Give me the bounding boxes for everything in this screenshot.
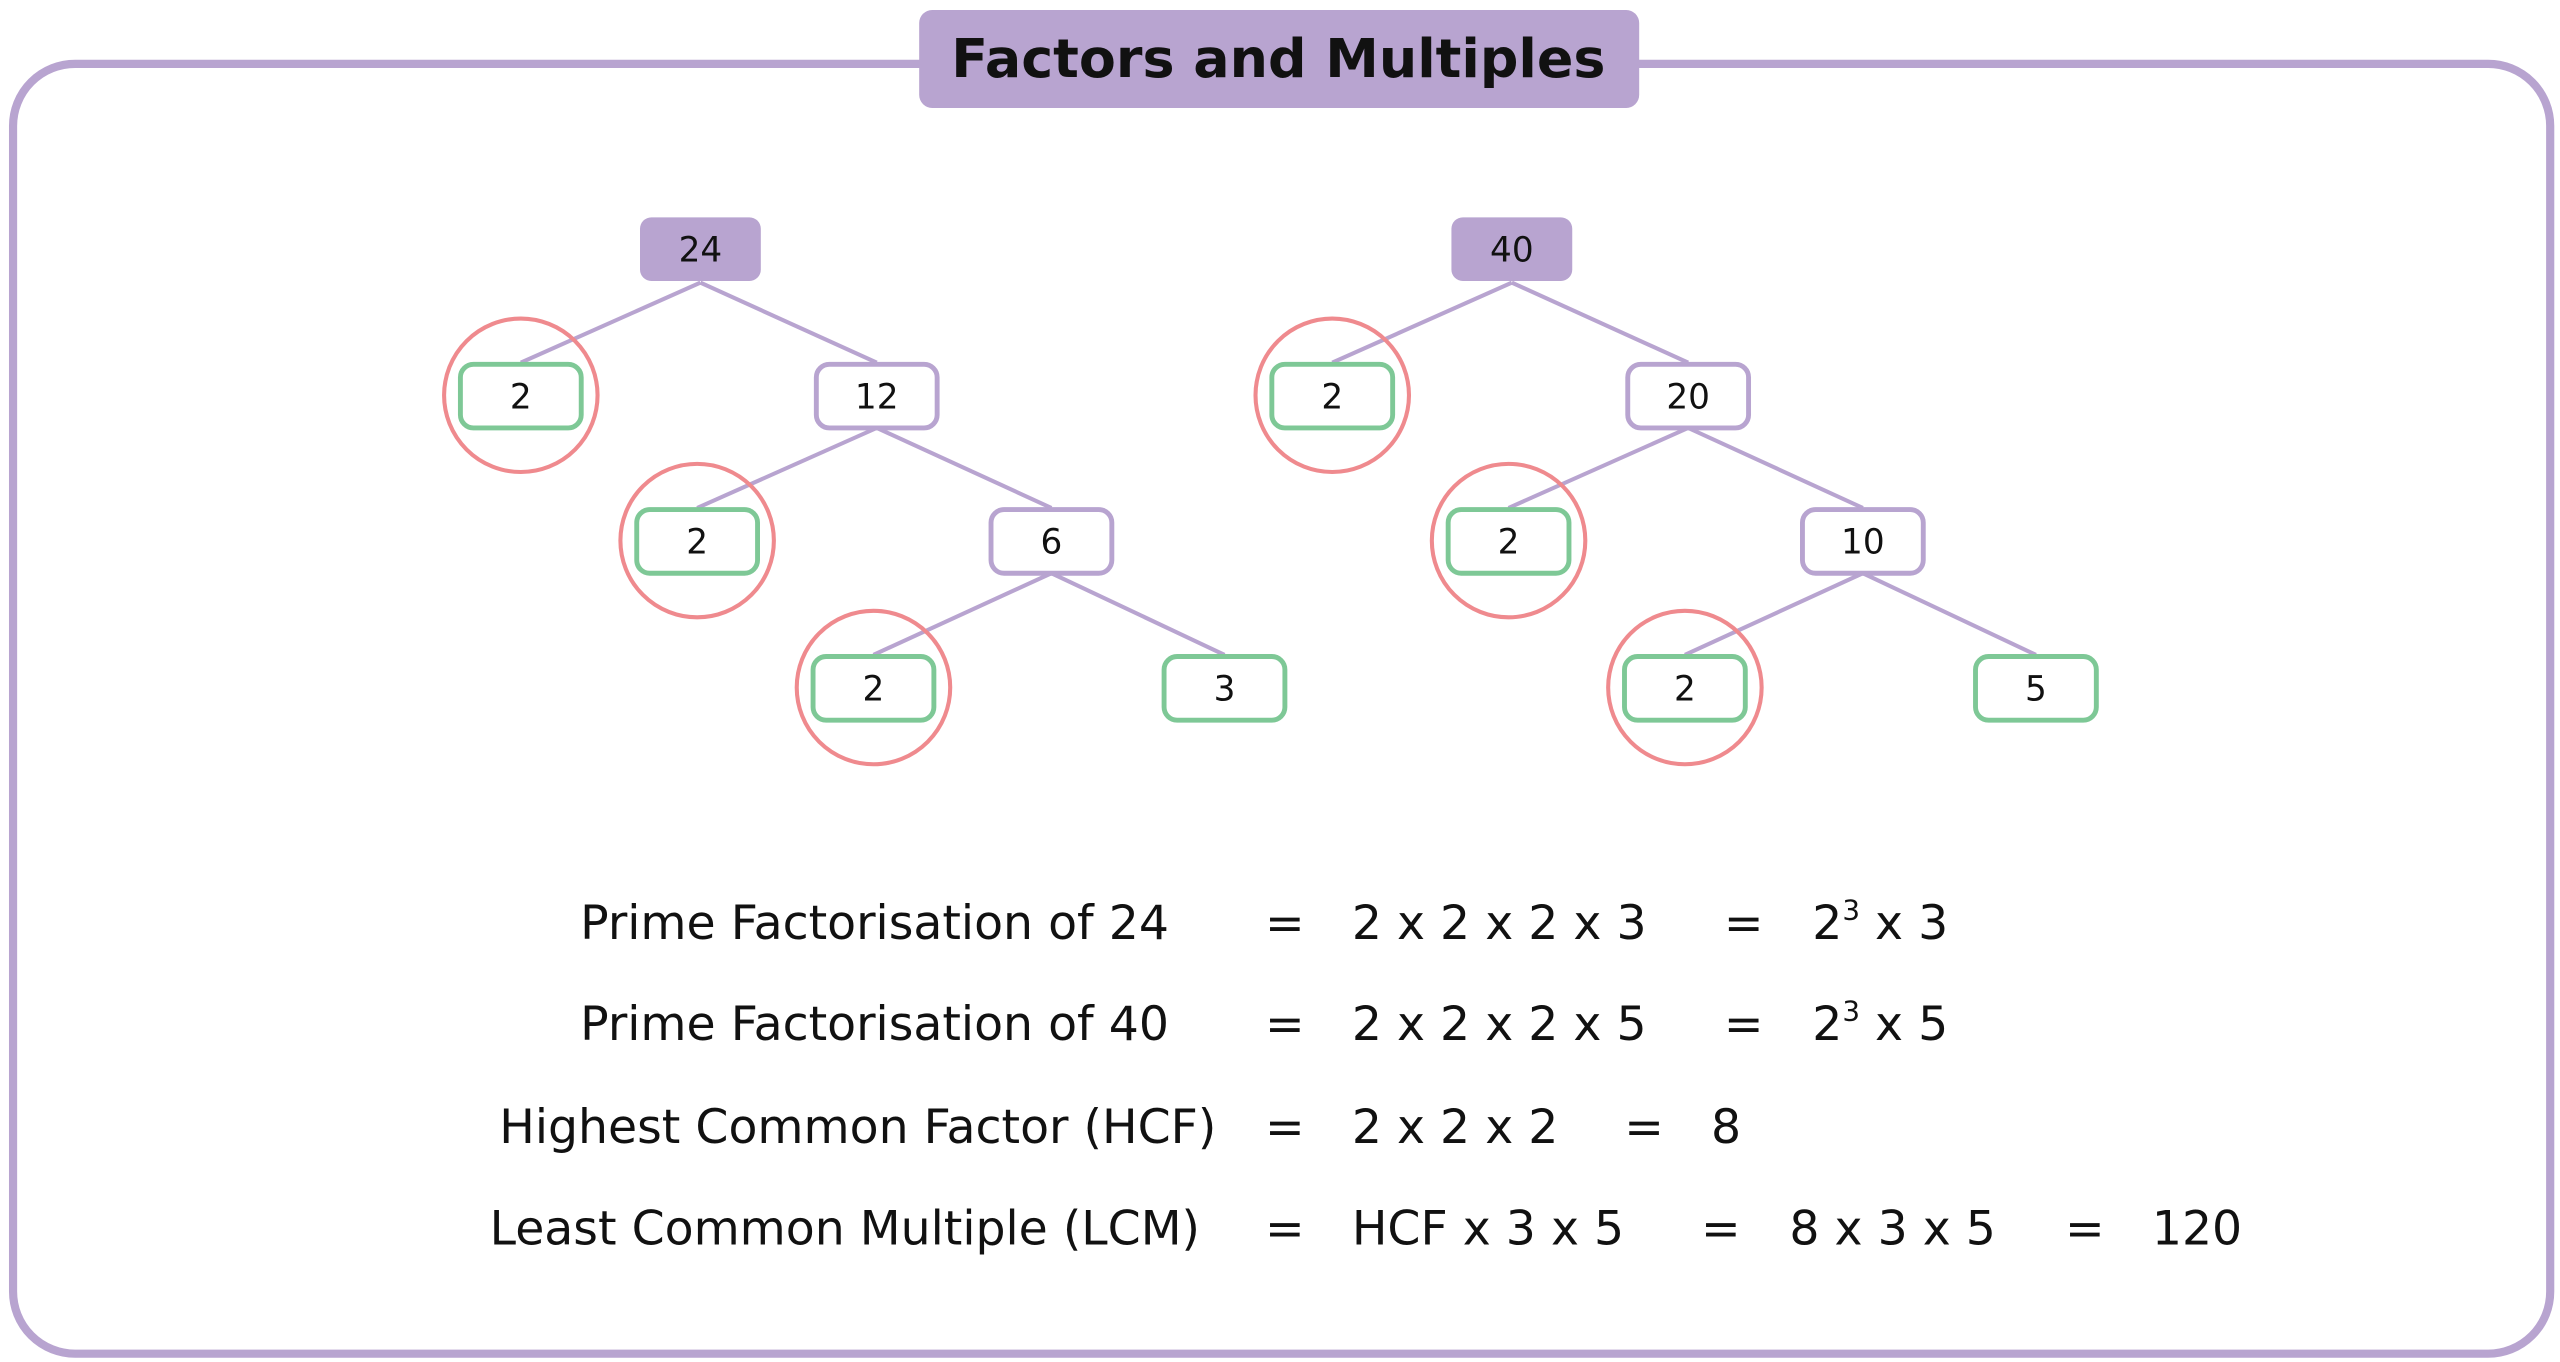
equals-sign: = bbox=[1624, 1100, 1664, 1155]
branch-line bbox=[519, 280, 702, 365]
branch-line bbox=[1687, 426, 1864, 510]
composite-factor-node bbox=[813, 361, 940, 431]
prime-circle bbox=[1606, 608, 1764, 767]
root-label: 40 bbox=[1490, 230, 1534, 270]
prime-factor-node bbox=[1973, 654, 2099, 723]
factor-label: 2 bbox=[863, 670, 885, 710]
prime-circle bbox=[618, 461, 776, 620]
factor-tree-40: 40 2 20 2 10 2 5 bbox=[1253, 217, 2099, 767]
equation-label: Prime Factorisation of 40 bbox=[580, 997, 1169, 1052]
equals-sign: = bbox=[1265, 1201, 1305, 1256]
factor-label: 12 bbox=[855, 377, 899, 417]
title-banner bbox=[919, 9, 1640, 108]
root-node bbox=[1451, 217, 1573, 281]
base: 2 bbox=[1812, 997, 1842, 1052]
exponent: 3 bbox=[1842, 893, 1860, 926]
equation-row: Prime Factorisation of 24 = 2 x 2 x 2 x … bbox=[580, 893, 1948, 951]
factor-label: 2 bbox=[510, 377, 532, 417]
branch-line bbox=[1507, 426, 1689, 510]
index-form: 23 x 3 bbox=[1812, 893, 1948, 951]
prime-factor-node bbox=[1161, 654, 1288, 723]
equation-label: Prime Factorisation of 24 bbox=[580, 896, 1169, 951]
equals-sign: = bbox=[1701, 1201, 1741, 1256]
factor-label: 3 bbox=[1214, 670, 1236, 710]
factor-tree-24: 24 2 12 2 6 2 3 bbox=[442, 217, 1288, 767]
equation-row: Prime Factorisation of 40 = 2 x 2 x 2 x … bbox=[580, 995, 1948, 1053]
equals-sign: = bbox=[1724, 896, 1764, 951]
prime-factor-node bbox=[1622, 654, 1748, 723]
branch-line bbox=[1684, 571, 1864, 657]
root-node bbox=[640, 217, 761, 281]
composite-factor-node bbox=[1625, 361, 1752, 431]
expression: HCF x 3 x 5 bbox=[1352, 1201, 1624, 1256]
factor-label: 2 bbox=[1321, 377, 1343, 417]
prime-circle bbox=[1429, 461, 1588, 620]
equals-sign: = bbox=[1265, 896, 1305, 951]
equation-label: Least Common Multiple (LCM) bbox=[490, 1201, 1200, 1256]
equation-label: Highest Common Factor (HCF) bbox=[499, 1100, 1216, 1155]
branch-line bbox=[1861, 571, 2037, 657]
branch-line bbox=[699, 280, 878, 365]
factor-label: 5 bbox=[2025, 670, 2047, 710]
expression: 2 x 2 x 2 x 3 bbox=[1352, 896, 1647, 951]
factor-label: 2 bbox=[686, 523, 708, 563]
equals-sign: = bbox=[2065, 1201, 2105, 1256]
composite-factor-node bbox=[988, 507, 1115, 576]
prime-circle bbox=[442, 316, 600, 475]
prime-factor-node bbox=[1445, 507, 1572, 576]
expression: 2 x 2 x 2 x 5 bbox=[1352, 997, 1647, 1052]
factor-label: 6 bbox=[1041, 523, 1063, 563]
branch-line bbox=[872, 571, 1053, 657]
remainder: x 5 bbox=[1860, 997, 1948, 1052]
branch-line bbox=[1050, 571, 1226, 657]
prime-factor-node bbox=[634, 507, 760, 576]
branch-line bbox=[875, 426, 1053, 510]
base: 2 bbox=[1812, 896, 1842, 951]
composite-factor-node bbox=[1800, 507, 1926, 576]
page-title: Factors and Multiples bbox=[951, 27, 1605, 90]
equation-row: Least Common Multiple (LCM) = HCF x 3 x … bbox=[490, 1201, 2243, 1256]
factor-label: 2 bbox=[1498, 523, 1520, 563]
equation-row: Highest Common Factor (HCF) = 2 x 2 x 2 … bbox=[499, 1100, 1741, 1155]
prime-circle bbox=[794, 608, 953, 767]
prime-factor-node bbox=[1269, 361, 1396, 431]
equals-sign: = bbox=[1265, 1100, 1305, 1155]
prime-circle bbox=[1253, 316, 1412, 475]
result: 8 bbox=[1711, 1100, 1741, 1155]
factor-label: 10 bbox=[1841, 523, 1885, 563]
root-label: 24 bbox=[679, 230, 723, 270]
equals-sign: = bbox=[1265, 997, 1305, 1052]
prime-factor-node bbox=[457, 361, 584, 431]
factor-label: 2 bbox=[1674, 670, 1696, 710]
equals-sign: = bbox=[1724, 997, 1764, 1052]
prime-factor-node bbox=[810, 654, 937, 723]
result: 120 bbox=[2152, 1201, 2242, 1256]
branch-line bbox=[1331, 280, 1513, 365]
expression: 2 x 2 x 2 bbox=[1352, 1100, 1559, 1155]
exponent: 3 bbox=[1842, 995, 1860, 1028]
remainder: x 3 bbox=[1860, 896, 1948, 951]
branch-line bbox=[1510, 280, 1690, 365]
expression: 8 x 3 x 5 bbox=[1789, 1201, 1996, 1256]
index-form: 23 x 5 bbox=[1812, 995, 1948, 1053]
factor-label: 20 bbox=[1666, 377, 1710, 417]
branch-line bbox=[696, 426, 878, 510]
